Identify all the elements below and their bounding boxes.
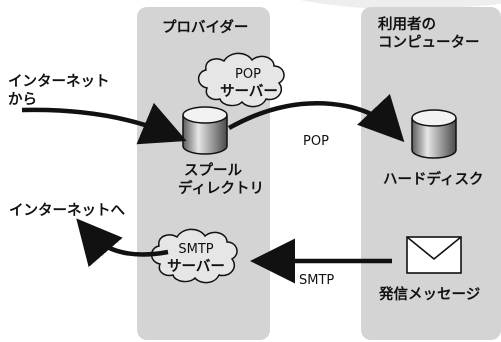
internet-outgoing-label: インターネットへ	[9, 203, 125, 219]
pop-server-label-line1: POP	[235, 67, 261, 82]
hard-disk-database-icon	[411, 109, 457, 159]
smtp-arrow-label: SMTP	[299, 273, 335, 288]
arrow-pop-to-hard-disk	[227, 93, 405, 143]
arrow-internet-to-spool	[21, 102, 187, 145]
decorative-swoosh	[300, 0, 501, 10]
envelope-icon	[406, 236, 462, 274]
user-column-title-line1: 利用者の	[378, 17, 436, 33]
user-column-title-line2: コンピューター	[378, 35, 480, 51]
hard-disk-label: ハードディスク	[383, 172, 484, 188]
spool-directory-database-icon	[182, 106, 228, 155]
user-column	[361, 7, 501, 340]
smtp-server-label-line1: SMTP	[178, 242, 214, 257]
spool-directory-label-line1: スプール	[184, 163, 242, 179]
arrow-smtp-to-internet	[76, 218, 169, 268]
pop-server-label-line2: サーバー	[220, 84, 278, 100]
pop-arrow-label: POP	[303, 134, 329, 149]
spool-directory-label-line2: ディレクトリ	[178, 181, 264, 197]
outgoing-message-label: 発信メッセージ	[379, 287, 481, 303]
smtp-server-cloud	[150, 228, 238, 284]
internet-incoming-label-line1: インターネット	[8, 74, 110, 90]
smtp-server-label-line2: サーバー	[167, 259, 225, 275]
provider-column-title: プロバイダー	[162, 20, 249, 36]
pop-server-cloud	[197, 52, 285, 108]
internet-incoming-label-line2: から	[8, 92, 37, 108]
